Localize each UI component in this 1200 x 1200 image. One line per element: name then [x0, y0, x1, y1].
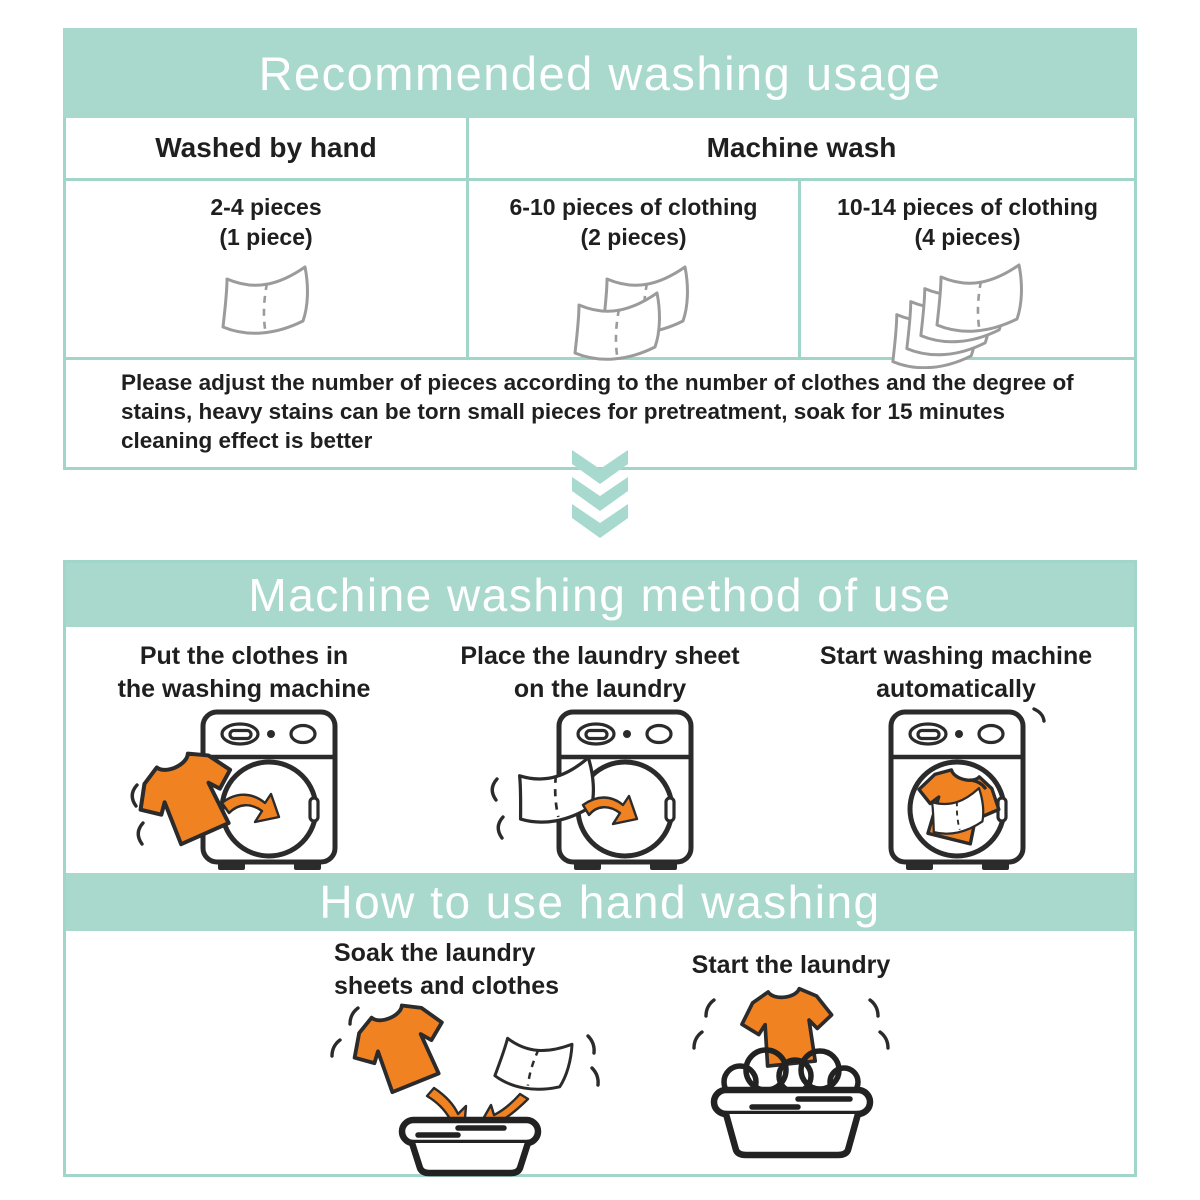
dose-sheets: (2 pieces)	[580, 223, 687, 250]
usage-table: Washed by hand Machine wash 2-4 pieces (…	[63, 118, 1137, 471]
basin-soak-icon	[306, 1002, 646, 1183]
washing-machine-add-sheet-icon	[475, 707, 725, 884]
dose-sheets: (4 pieces)	[914, 223, 1021, 250]
hand-step-caption: Soak the laundry sheets and clothes	[334, 939, 560, 1000]
basin-washing-icon	[656, 982, 926, 1165]
hand-step-caption: Start the laundry	[691, 951, 891, 979]
laundry-sheet-icon	[207, 257, 325, 354]
dose-sheets: (1 piece)	[219, 223, 313, 250]
hand-step-1: Soak the laundry sheets and clothes	[306, 937, 646, 1183]
dose-range: 10-14 pieces of clothing	[837, 194, 1098, 220]
hand-step-2: Start the laundry	[641, 949, 941, 1165]
hand-wash-title: How to use hand washing	[66, 873, 1134, 931]
laundry-sheets-icon	[559, 257, 709, 366]
machine-method-title: Machine washing method of use	[66, 563, 1134, 627]
machine-wash-header: Machine wash	[706, 132, 897, 163]
chevron-down-icon	[0, 450, 1200, 538]
dose-range: 6-10 pieces of clothing	[509, 194, 758, 220]
machine-step-1: Put the clothes in the washing machine	[66, 627, 422, 873]
machine-step-caption: Place the laundry sheet on the laundry	[460, 642, 740, 703]
hand-steps: Soak the laundry sheets and clothes	[66, 931, 1134, 1177]
machine-step-caption: Start washing machine automatically	[819, 642, 1093, 703]
dose-range: 2-4 pieces	[210, 194, 322, 220]
usage-dose-row: 2-4 pieces (1 piece) 6-10 pieces of clot…	[66, 178, 1134, 370]
machine-step-2: Place the laundry sheet on the laundry	[422, 627, 778, 873]
usage-header-row: Washed by hand Machine wash	[66, 118, 1134, 178]
usage-title: Recommended washing usage	[63, 28, 1137, 118]
dose-cell-machine-small: 6-10 pieces of clothing (2 pieces)	[469, 181, 801, 361]
machine-step-3: Start washing machine automatically	[778, 627, 1134, 873]
hand-wash-header: Washed by hand	[66, 118, 469, 178]
machine-step-caption: Put the clothes in the washing machine	[117, 642, 371, 703]
dose-cell-hand: 2-4 pieces (1 piece)	[66, 181, 469, 357]
laundry-sheets-icon	[883, 257, 1053, 374]
washing-machine-running-icon	[831, 707, 1081, 884]
washing-machine-load-clothes-icon	[119, 707, 369, 884]
dose-cell-machine-large: 10-14 pieces of clothing (4 pieces)	[801, 181, 1134, 370]
usage-note: Please adjust the number of pieces accor…	[66, 357, 1134, 467]
method-section: Machine washing method of use Put the cl…	[63, 560, 1137, 1177]
machine-steps: Put the clothes in the washing machine	[66, 627, 1134, 873]
usage-section: Recommended washing usage Washed by hand…	[63, 28, 1137, 471]
